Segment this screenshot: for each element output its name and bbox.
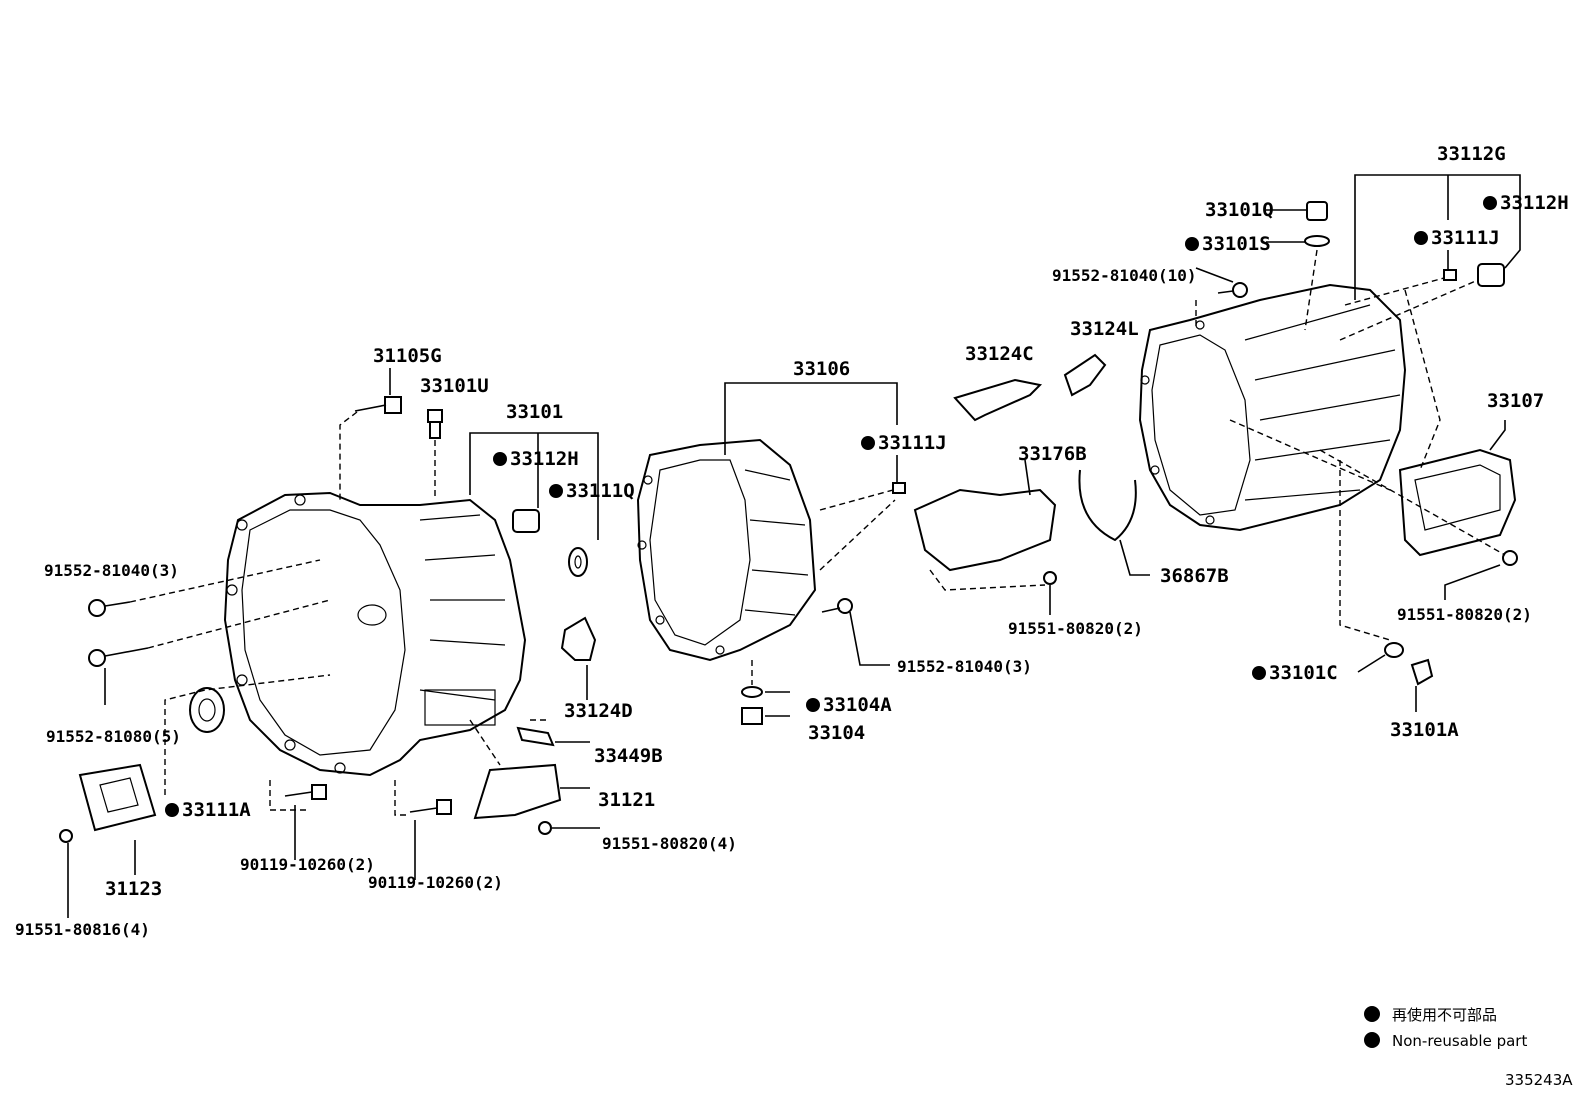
bracket-33124C [953,378,1043,422]
bolt-91551-80820-2-mid [1043,571,1057,585]
label-91551-80816-4: 91551-80816(4) [15,920,150,939]
label-33112H-left: 33112H [510,448,579,470]
label-33449B: 33449B [594,745,663,767]
label-31123: 31123 [105,878,162,900]
label-33111A: 33111A [182,799,251,821]
cover-33124D [560,616,597,661]
label-33104A: 33104A [823,694,892,716]
label-33111Q: 33111Q [566,480,635,502]
clutch-housing-33101 [223,491,527,777]
label-33124D: 33124D [564,700,633,722]
bolt-90119-10260-a [284,784,327,800]
extension-housing-33112G [1138,283,1407,532]
plug-33101A [1410,658,1434,686]
intermediate-plate-33106 [636,438,817,662]
ring-36867B [1078,469,1137,542]
seal-33112H-left [512,509,540,533]
label-91552-81040-10: 91552-81040(10) [1052,266,1197,285]
gasket-33101S [1304,235,1330,247]
seal-33112H-right [1477,263,1505,287]
bracket-33124L [1063,353,1107,397]
seal-33111Q [568,547,588,577]
label-90119-10260-2-a: 90119-10260(2) [240,855,375,874]
label-33101: 33101 [506,401,563,423]
gasket-33104A [741,686,763,698]
bolt-91552-81080 [88,647,149,667]
label-33101A: 33101A [1390,719,1459,741]
label-33112G: 33112G [1437,143,1506,165]
bolt-90119-10260-b [409,799,452,815]
non-reusable-marker [1252,666,1266,680]
leader-lines [67,174,1521,918]
cover-31121 [473,763,562,820]
legend-non-reusable-en: Non-reusable part [1392,1032,1527,1050]
non-reusable-marker-legend [1364,1006,1380,1022]
bolt-91552-81040-10 [1217,282,1248,298]
label-33106: 33106 [793,358,850,380]
non-reusable-marker [861,436,875,450]
plug-33101U [427,409,443,439]
label-33101C: 33101C [1269,662,1338,684]
non-reusable-marker [1483,196,1497,210]
pin-33111J-right [1443,269,1457,281]
bolt-91551-80820-4 [538,821,552,835]
non-reusable-marker [1414,231,1428,245]
label-33124C: 33124C [965,343,1034,365]
label-33104: 33104 [808,722,865,744]
label-33112H-right: 33112H [1500,192,1569,214]
label-91551-80820-2-mid: 91551-80820(2) [1008,619,1143,638]
legend-non-reusable-jp: 再使用不可部品 [1392,1006,1497,1024]
non-reusable-marker [1185,237,1199,251]
bolt-91551-80816 [59,829,73,843]
plug-33104 [741,707,763,725]
legend: 再使用不可部品 Non-reusable part [1364,1006,1527,1050]
label-33101Q: 33101Q [1205,199,1274,221]
label-91551-80820-4: 91551-80820(4) [602,834,737,853]
bolt-91552-81040-mid [821,598,853,614]
plug-33101Q [1306,201,1328,221]
bolt-31105G [354,396,402,414]
label-33107: 33107 [1487,390,1544,412]
pin-33111J-mid [892,482,906,494]
label-31121: 31121 [598,789,655,811]
label-33101S: 33101S [1202,233,1271,255]
bolt-91551-80820-2-right [1502,550,1518,566]
cover-33107 [1398,448,1517,557]
label-33176B: 33176B [1018,443,1087,465]
plate-33449B [516,726,555,747]
cover-33176B [913,488,1057,572]
label-91551-80820-2-right: 91551-80820(2) [1397,605,1532,624]
label-33111J-mid: 33111J [878,432,947,454]
non-reusable-marker-legend [1364,1032,1380,1048]
label-33101U: 33101U [420,375,489,397]
seal-33111A [189,687,225,733]
label-90119-10260-2-b: 90119-10260(2) [368,873,503,892]
label-91552-81040-3-left: 91552-81040(3) [44,561,179,580]
diagram-code: 335243A [1505,1071,1573,1089]
label-36867B: 36867B [1160,565,1229,587]
label-33124L: 33124L [1070,318,1139,340]
non-reusable-marker [493,452,507,466]
seal-33101C [1384,642,1404,658]
label-33111J-right: 33111J [1431,227,1500,249]
non-reusable-marker [165,803,179,817]
label-91552-81040-3-mid: 91552-81040(3) [897,657,1032,676]
part-labels: 31105G 33101U 33101 33112H 33111Q 91552-… [15,143,1569,939]
non-reusable-marker [806,698,820,712]
label-91552-81080-5: 91552-81080(5) [46,727,181,746]
non-reusable-marker [549,484,563,498]
bolt-91552-81040-left [88,599,131,617]
label-31105G: 31105G [373,345,442,367]
cover-31123 [78,763,157,832]
